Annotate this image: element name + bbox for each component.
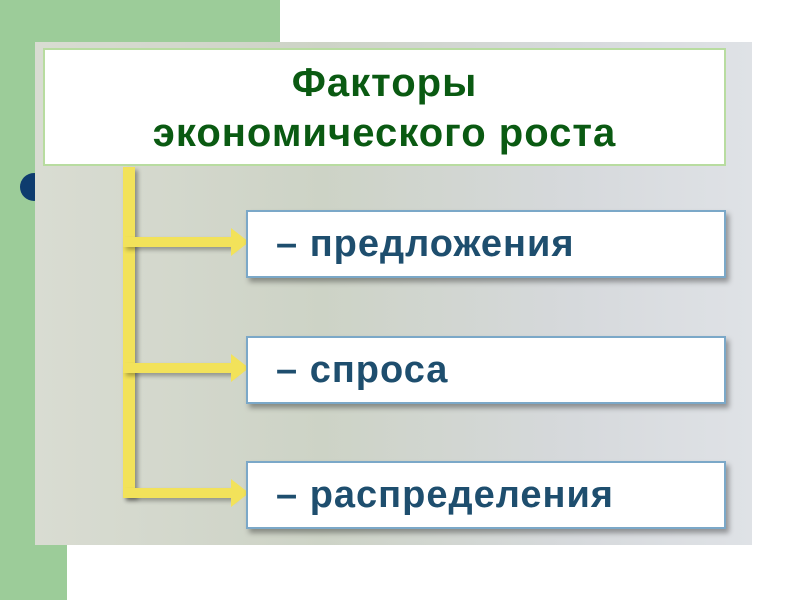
factor-box-distribution: – распределения — [246, 461, 726, 529]
diagram-title: Факторы экономического роста — [43, 48, 726, 166]
factor-box-demand: – спроса — [246, 336, 726, 404]
connector-arrow-3 — [123, 488, 233, 498]
connector-arrow-1 — [123, 237, 233, 247]
connector-vertical — [123, 167, 135, 497]
arrow-right-icon — [231, 479, 249, 507]
connector-arrow-2 — [123, 363, 233, 373]
diagram-image: Факторы экономического роста – предложен… — [35, 42, 752, 545]
title-line-2: экономического роста — [152, 111, 617, 155]
arrow-right-icon — [231, 354, 249, 382]
arrow-right-icon — [231, 228, 249, 256]
title-line-1: Факторы — [291, 61, 478, 105]
factor-box-supply: – предложения — [246, 210, 726, 278]
